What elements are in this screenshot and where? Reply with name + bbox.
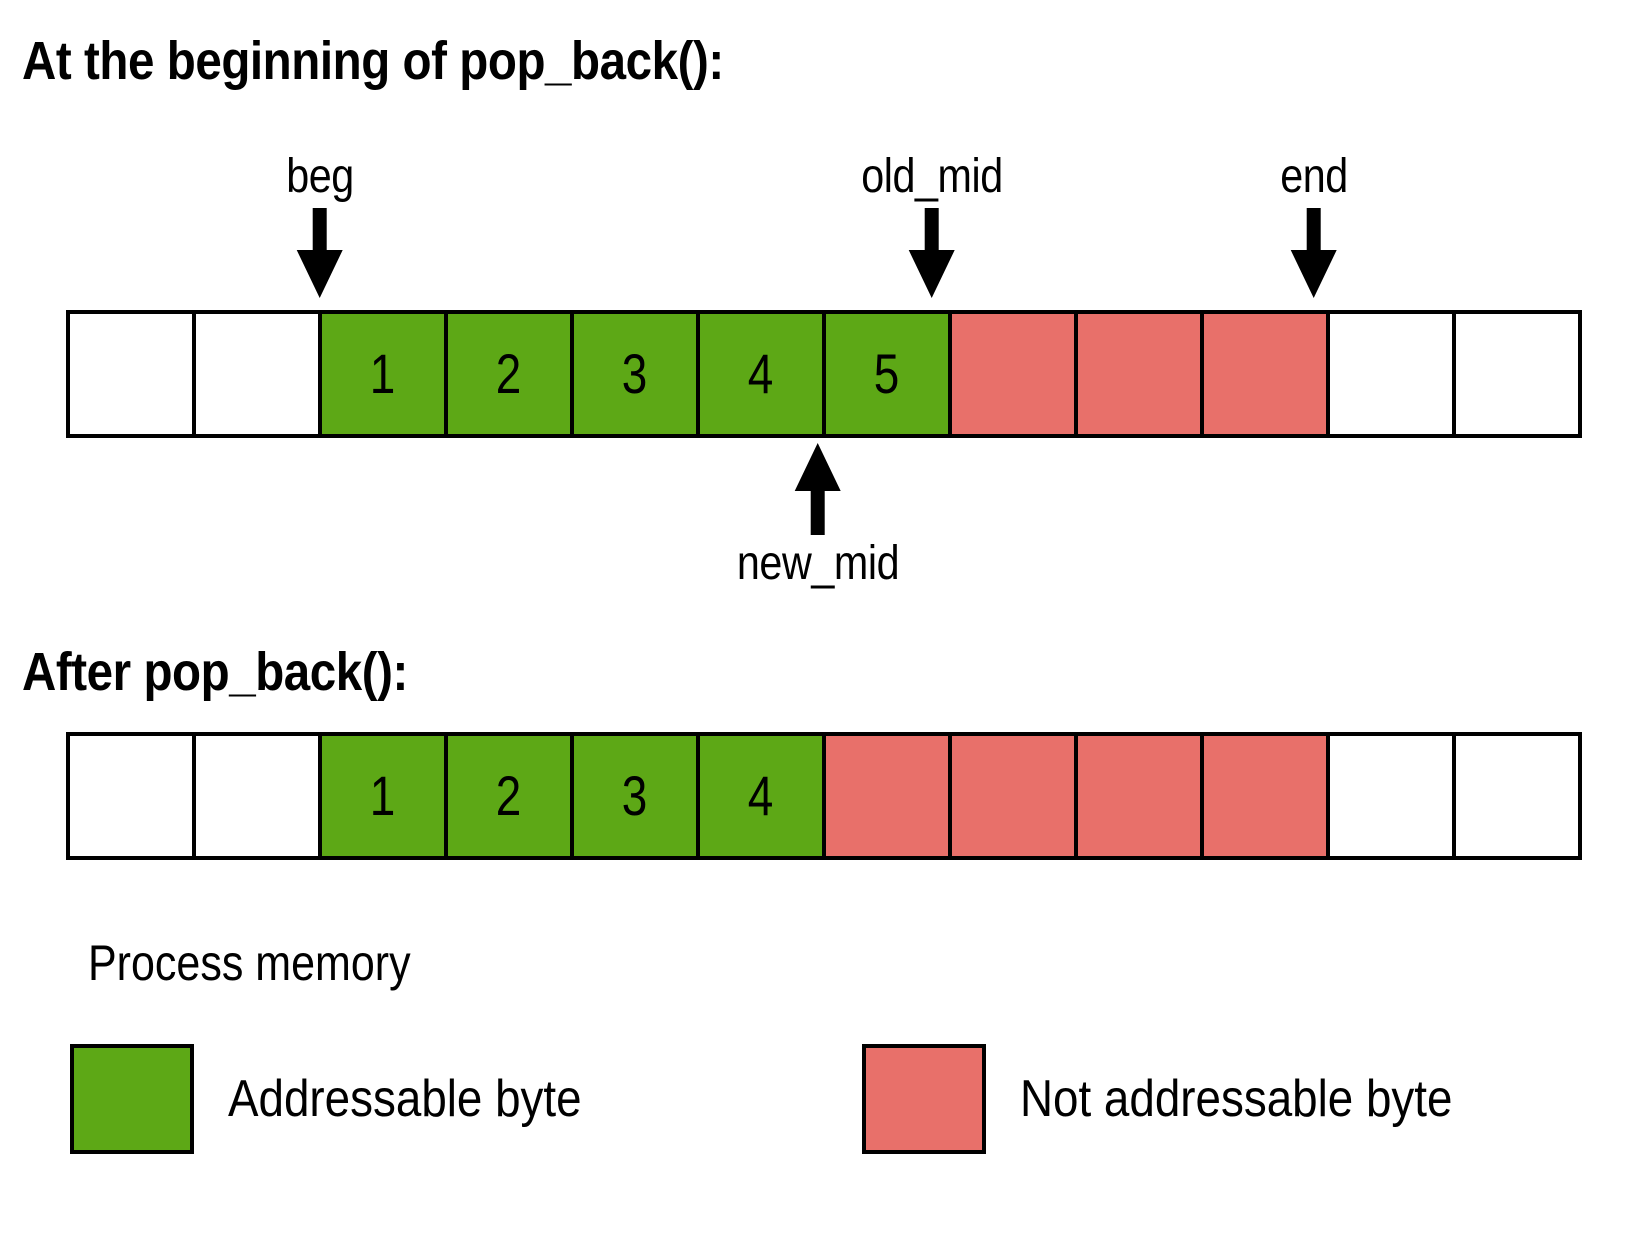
legend-item-addressable: Addressable byte bbox=[70, 1044, 630, 1154]
memory-cell-label: 2 bbox=[496, 342, 522, 405]
memory-cell bbox=[952, 314, 1078, 434]
pointer-end-label: end bbox=[1280, 150, 1348, 203]
memory-cell: 4 bbox=[700, 314, 826, 434]
memory-cell-label: 3 bbox=[622, 764, 648, 827]
memory-cell bbox=[1078, 736, 1204, 856]
memory-cell bbox=[1204, 736, 1330, 856]
arrow-down-icon bbox=[297, 208, 343, 299]
memory-cell bbox=[196, 314, 322, 434]
memory-cell bbox=[196, 736, 322, 856]
memory-bar-before-pop-back: 1 2 3 4 5 bbox=[66, 310, 1582, 438]
memory-cell: 3 bbox=[574, 314, 700, 434]
memory-cell bbox=[826, 736, 952, 856]
memory-cell: 3 bbox=[574, 736, 700, 856]
memory-cell bbox=[70, 314, 196, 434]
pointer-end: end bbox=[1275, 150, 1354, 299]
memory-cell-label: 2 bbox=[496, 764, 522, 827]
memory-cell: 4 bbox=[700, 736, 826, 856]
memory-cell bbox=[70, 736, 196, 856]
pointer-old-mid: old_mid bbox=[850, 150, 1015, 299]
heading-after-pop-back: After pop_back(): bbox=[22, 642, 408, 702]
pointer-beg-label: beg bbox=[286, 150, 354, 203]
arrow-up-icon bbox=[795, 443, 841, 535]
arrow-down-icon bbox=[1291, 208, 1337, 299]
memory-cell: 2 bbox=[448, 736, 574, 856]
memory-cell bbox=[1330, 314, 1456, 434]
memory-cell: 2 bbox=[448, 314, 574, 434]
memory-bar-after-pop-back: 1 2 3 4 bbox=[66, 732, 1582, 860]
heading-before-pop-back: At the beginning of pop_back(): bbox=[22, 31, 724, 91]
memory-cell bbox=[1204, 314, 1330, 434]
memory-cell-label: 3 bbox=[622, 342, 648, 405]
legend-label-addressable: Addressable byte bbox=[228, 1070, 582, 1128]
memory-cell: 1 bbox=[322, 736, 448, 856]
memory-cell bbox=[952, 736, 1078, 856]
legend-label-not-addressable: Not addressable byte bbox=[1020, 1070, 1453, 1128]
pointer-old-mid-label: old_mid bbox=[861, 150, 1003, 203]
arrow-down-icon bbox=[909, 208, 955, 299]
memory-cell: 1 bbox=[322, 314, 448, 434]
legend-title: Process memory bbox=[88, 935, 411, 991]
legend-swatch-green bbox=[70, 1044, 194, 1154]
memory-cell-label: 1 bbox=[370, 764, 396, 827]
memory-cell-label: 4 bbox=[748, 342, 774, 405]
memory-cell bbox=[1456, 314, 1578, 434]
pointer-new-mid-label: new_mid bbox=[736, 537, 900, 590]
memory-cell-label: 1 bbox=[370, 342, 396, 405]
legend-item-not-addressable: Not addressable byte bbox=[862, 1044, 1511, 1154]
pointer-new-mid: new_mid bbox=[724, 443, 913, 589]
memory-cell: 5 bbox=[826, 314, 952, 434]
memory-cell bbox=[1330, 736, 1456, 856]
memory-cell-label: 4 bbox=[748, 764, 774, 827]
memory-cell-label: 5 bbox=[874, 342, 900, 405]
pointer-beg: beg bbox=[281, 150, 360, 299]
memory-cell bbox=[1078, 314, 1204, 434]
legend-swatch-red bbox=[862, 1044, 986, 1154]
memory-cell bbox=[1456, 736, 1578, 856]
